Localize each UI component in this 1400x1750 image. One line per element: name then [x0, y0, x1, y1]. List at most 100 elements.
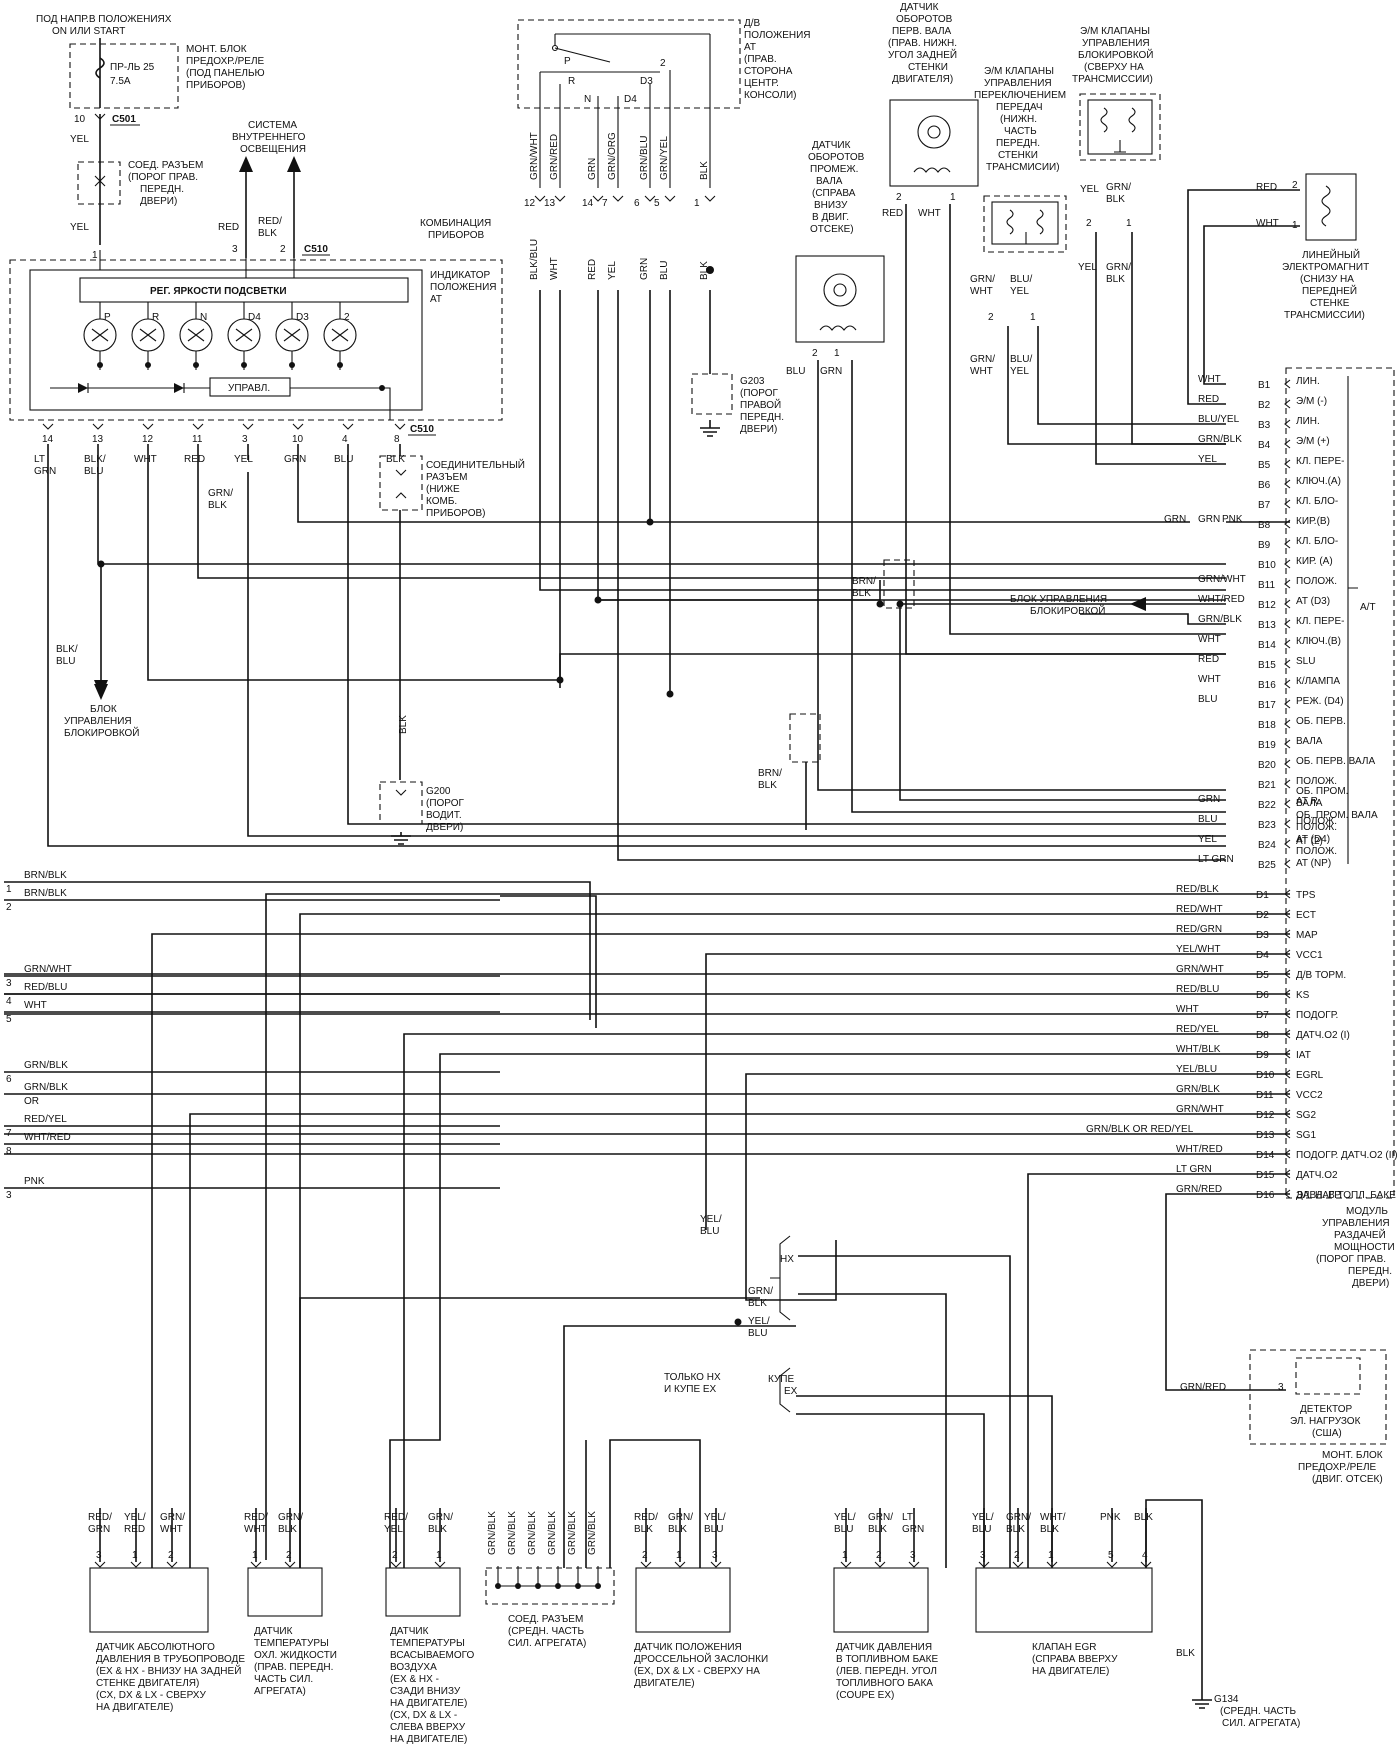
svg-text:BLK: BLK [1106, 194, 1125, 205]
lamp-label: 2 [344, 312, 350, 323]
module-wire-color: WHT [1198, 374, 1221, 385]
svg-text:КУПЕ: КУПЕ [768, 1374, 794, 1385]
module-pin-desc: ОБ. ПРОМ. [1296, 786, 1348, 797]
module-wire-color: GRN/BLK [1198, 614, 1242, 625]
edge-wire-color: BRN/BLK [24, 888, 67, 899]
switch-below-color: RED [587, 259, 598, 280]
module-pin-desc: РЕЖ. (D4) [1296, 696, 1344, 707]
wire [617, 290, 1226, 861]
door-connector-label: СОЕД. РАЗЪЕМ(ПОРОГ ПРАВ.ПЕРЕДН.ДВЕРИ) [128, 160, 203, 207]
module-wire-color: BLU [1198, 694, 1217, 705]
module-pin-desc: Э/М (+) [1296, 436, 1330, 447]
cluster-pin-number: 8 [394, 434, 400, 445]
module-pin-desc: IAT [1296, 1050, 1311, 1061]
sensor-pin: 1 [842, 1550, 848, 1561]
module-pin: D9 [1256, 1050, 1269, 1061]
connector-c510-top: C510 [304, 244, 328, 255]
module-pin-desc: ПОЛОЖ. [1296, 816, 1337, 827]
fuse-box [69, 43, 179, 109]
module-wire-color: BLU [1198, 814, 1217, 825]
sensor-pin: 3 [712, 1550, 718, 1561]
wire [899, 603, 1226, 801]
svg-text:GRN/: GRN/ [970, 274, 995, 285]
switch-pin-number: 7 [602, 198, 608, 209]
sensor-wire-color: BLK [668, 1524, 687, 1535]
module-pin: D2 [1256, 910, 1269, 921]
svg-text:BLK: BLK [398, 715, 409, 734]
sensor-rotor-icon [823, 273, 857, 307]
svg-text:GRN/: GRN/ [970, 354, 995, 365]
svg-text:BLK: BLK [1106, 274, 1125, 285]
module-pin: D1 [1256, 890, 1269, 901]
arrow-up-icon [239, 156, 253, 172]
wire [851, 360, 1226, 813]
module-pin-desc: TPS [1296, 890, 1316, 901]
svg-text:ТОЛЬКО HX: ТОЛЬКО HX [664, 1372, 721, 1383]
wire [265, 893, 1230, 1560]
module-pin: B12 [1258, 600, 1276, 611]
svg-text:P: P [564, 56, 571, 67]
svg-text:GRN/: GRN/ [1106, 182, 1131, 193]
svg-text:3: 3 [232, 244, 238, 255]
cluster-wire-color: YEL [234, 454, 253, 465]
cluster-wire-color: BLK/ [84, 454, 106, 465]
cluster-pin-number: 10 [292, 434, 304, 445]
sensor-label: ТОПЛИВНОГО БАКА [836, 1678, 933, 1689]
wire [403, 1033, 1230, 1568]
edge-number: 2 [6, 902, 12, 913]
splice-dot [896, 600, 904, 608]
wire [796, 1413, 985, 1568]
svg-text:GRN: GRN [820, 366, 842, 377]
svg-text:GRN/: GRN/ [748, 1286, 773, 1297]
sensor-pin: 1 [132, 1550, 138, 1561]
sensor-label: (EX, DX & LX - СВЕРХУ НА [634, 1666, 760, 1677]
module-pin: B24 [1258, 840, 1276, 851]
edge-wire-color: PNK [24, 1176, 45, 1187]
svg-text:BLK: BLK [852, 588, 871, 599]
edge-wire-color: RED/BLU [24, 982, 67, 993]
svg-text:YEL/: YEL/ [700, 1214, 722, 1225]
module-pin: D13 [1256, 1130, 1275, 1141]
module-pin: B2 [1258, 400, 1271, 411]
sensor-wire-color: BLK [1006, 1524, 1025, 1535]
module-pin-desc: КЛ. ПЕРЕ- [1296, 616, 1344, 627]
wire [539, 290, 1226, 591]
switch-pin-number: 12 [524, 198, 536, 209]
module-pin: B18 [1258, 720, 1276, 731]
svg-text:YEL/: YEL/ [748, 1316, 770, 1327]
module-pin: B4 [1258, 440, 1271, 451]
module-pin: B17 [1258, 700, 1276, 711]
wire [47, 444, 1226, 847]
svg-text:RED: RED [218, 222, 239, 233]
module-pin: B23 [1258, 820, 1276, 831]
svg-text:GRN/: GRN/ [1106, 262, 1131, 273]
edge-wire-color: GRN/WHT [24, 964, 72, 975]
ground-connector-g200 [379, 781, 423, 825]
module-wire-color: GRN/WHT [1176, 1104, 1224, 1115]
edge-wire-color: GRN/BLK [24, 1082, 68, 1093]
module-wire-color: RED/GRN [1176, 924, 1222, 935]
switch-pin-number: 14 [582, 198, 594, 209]
module-pin-desc: VCC2 [1296, 1090, 1323, 1101]
door-connector [77, 161, 121, 205]
wire [597, 290, 881, 601]
module-wire-color: WHT/RED [1176, 1144, 1223, 1155]
sensor-label: ДАТЧИК ПОЛОЖЕНИЯ [634, 1642, 742, 1653]
sensor-pin: 3 [980, 1550, 986, 1561]
cluster-pin-number: 14 [42, 434, 54, 445]
module-pin: B13 [1258, 620, 1276, 631]
wire [1037, 326, 1226, 425]
module-pin-desc: ПОЛОЖ. [1296, 776, 1337, 787]
edge-wire-color: WHT/RED [24, 1132, 71, 1143]
